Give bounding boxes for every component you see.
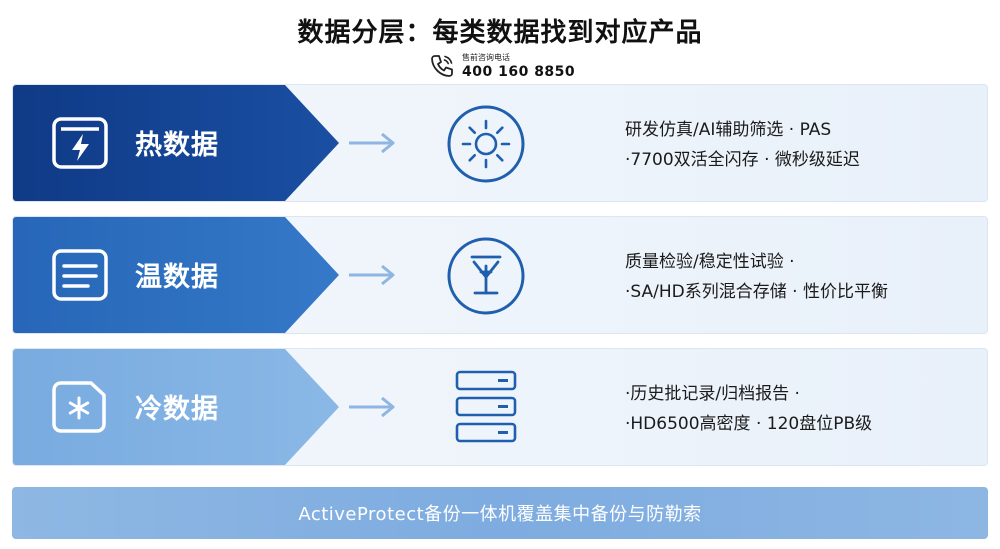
tier-description-warm: 质量检验/稳定性试验 · ·SA/HD系列混合存储 · 性价比平衡 — [625, 247, 888, 307]
footer-banner: ActiveProtect备份一体机覆盖集中备份与防勒索 — [12, 487, 988, 539]
desc-line: ·历史批记录/归档报告 · — [625, 384, 800, 404]
phone-icon — [431, 55, 453, 77]
desc-line: ·7700双活全闪存 · 微秒级延迟 — [625, 150, 860, 170]
desc-line: ·SA/HD系列混合存储 · 性价比平衡 — [625, 282, 888, 302]
tier-row-cold: 冷数据 ·历史批记录/归档报告 · ·HD6500高密度 · 120盘位PB级 — [12, 348, 988, 466]
tier-label-hot: 热数据 — [135, 130, 219, 161]
antenna-icon — [447, 237, 525, 315]
page-title: 数据分层：每类数据找到对应产品 — [297, 18, 703, 48]
server-rack-icon — [455, 370, 517, 443]
tier-banner-warm — [13, 217, 339, 333]
arrow-right-icon — [349, 264, 395, 286]
tier-row-hot: 热数据 研发仿真/AI辅助筛选 · PAS ·7700双活全闪存 · 微秒级延迟 — [12, 84, 988, 202]
hotline-number: 400 160 8850 — [462, 63, 576, 80]
lightning-document-icon — [52, 117, 108, 169]
desc-line: 研发仿真/AI辅助筛选 · PAS — [625, 120, 832, 140]
hotline: 售前咨询电话 400 160 8850 — [428, 52, 575, 80]
tier-banner-hot — [13, 85, 339, 201]
snowflake-card-icon — [52, 381, 106, 433]
tier-description-hot: 研发仿真/AI辅助筛选 · PAS ·7700双活全闪存 · 微秒级延迟 — [625, 115, 860, 175]
tier-row-warm: 温数据 质量检验/稳定性试验 · ·SA/HD系列混合存储 · 性价比平衡 — [12, 216, 988, 334]
hotline-label: 售前咨询电话 — [462, 52, 510, 62]
text-document-icon — [52, 249, 108, 301]
sun-icon — [447, 105, 525, 183]
tier-banner-cold — [13, 349, 339, 465]
tier-label-warm: 温数据 — [135, 262, 219, 293]
footer-text: ActiveProtect备份一体机覆盖集中备份与防勒索 — [298, 504, 702, 525]
desc-line: ·HD6500高密度 · 120盘位PB级 — [625, 414, 873, 434]
desc-line: 质量检验/稳定性试验 · — [625, 252, 795, 272]
tier-description-cold: ·历史批记录/归档报告 · ·HD6500高密度 · 120盘位PB级 — [625, 379, 872, 439]
arrow-right-icon — [349, 132, 395, 154]
arrow-right-icon — [349, 396, 395, 418]
tier-label-cold: 冷数据 — [135, 394, 219, 425]
